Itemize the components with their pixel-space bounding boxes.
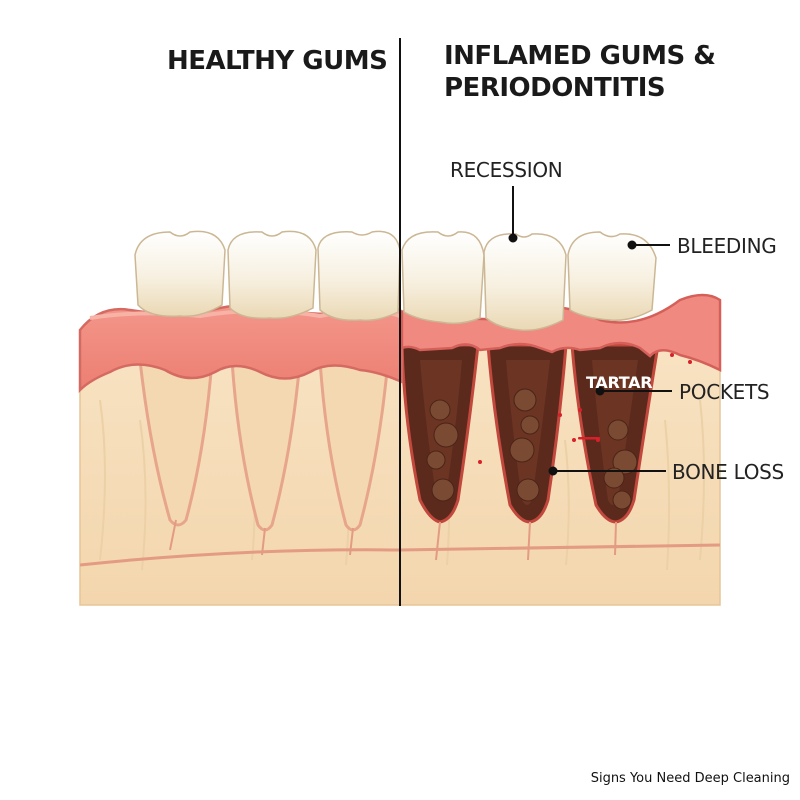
callout-leaders: [508, 186, 672, 476]
pockets-label: POCKETS: [679, 380, 770, 404]
teeth: [134, 230, 657, 332]
bleeding-spots: [478, 318, 692, 464]
bleeding-label: BLEEDING: [677, 234, 777, 258]
inflamed-gums-heading: INFLAMED GUMS &: [444, 41, 716, 71]
bone-loss-label: BONE LOSS: [672, 460, 784, 484]
periodontitis-heading: PERIODONTITIS: [444, 73, 666, 103]
tartar-label: TARTAR: [586, 373, 653, 392]
healthy-roots: [138, 358, 390, 556]
healthy-gums-heading: HEALTHY GUMS: [167, 46, 388, 76]
recession-label: RECESSION: [450, 158, 563, 182]
image-caption: Signs You Need Deep Cleaning: [590, 771, 790, 786]
